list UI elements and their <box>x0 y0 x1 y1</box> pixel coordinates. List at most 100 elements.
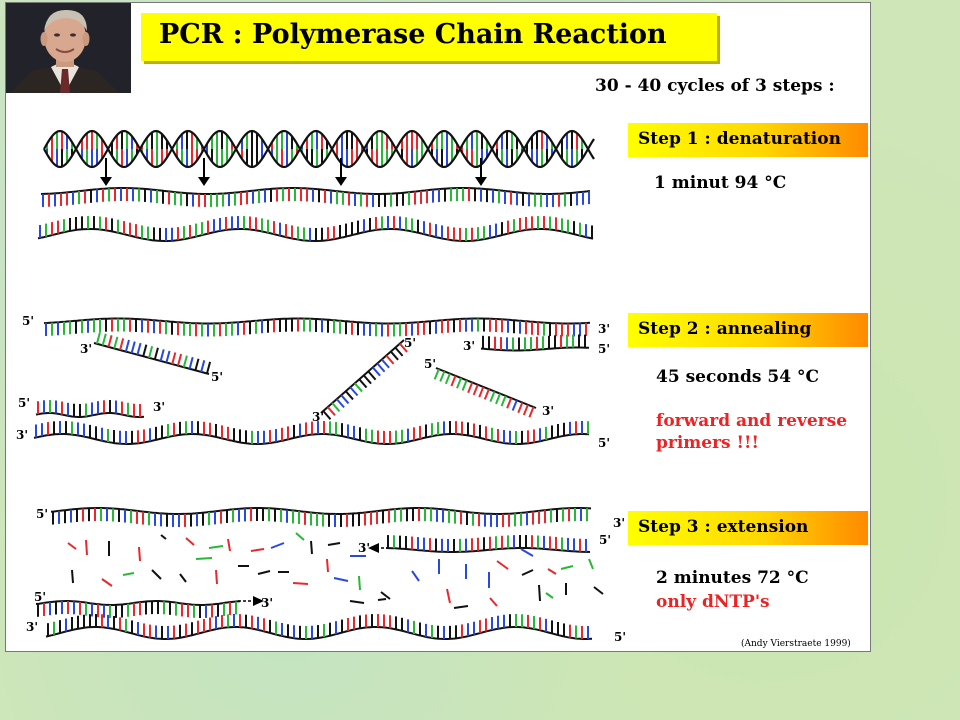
down-arrow-icon <box>100 158 112 186</box>
right-arrow-icon <box>238 596 264 606</box>
label-5prime: 5' <box>614 630 626 644</box>
dntp-nucleotide <box>489 597 498 607</box>
base-pair <box>363 374 372 385</box>
step-1-detail: 1 minut 94 °C <box>654 173 787 193</box>
dntp-nucleotide <box>560 565 574 570</box>
base-pair <box>354 382 363 393</box>
dntp-nucleotide <box>160 534 167 540</box>
denatured-strand-bottom <box>37 216 594 242</box>
base-pair <box>439 370 446 382</box>
base-pair <box>444 373 451 385</box>
step-2-detail: 45 seconds 54 °C <box>656 367 819 387</box>
portrait-photo <box>6 3 131 93</box>
base-pair <box>107 335 113 348</box>
strand-backbone <box>37 228 594 242</box>
base-pair <box>394 346 404 357</box>
dntp-nucleotide <box>521 569 534 576</box>
dntp-nucleotide <box>588 558 594 570</box>
label-5prime: 5' <box>36 507 48 521</box>
dntp-group <box>67 532 604 609</box>
dntp-nucleotide <box>151 569 162 580</box>
helix-backbone <box>43 129 595 169</box>
base-pair <box>500 395 507 407</box>
base-pair <box>322 410 332 420</box>
page-title: PCR : Polymerase Chain Reaction <box>141 13 717 61</box>
dntp-nucleotide <box>446 588 451 604</box>
base-pair <box>345 390 354 401</box>
label-5prime: 5' <box>22 314 34 328</box>
base-pair <box>200 360 206 373</box>
dntp-nucleotide <box>377 598 387 601</box>
dntp-nucleotide <box>215 569 218 585</box>
label-3prime: 3' <box>153 400 165 414</box>
base-pair <box>467 382 474 394</box>
base-pair <box>456 377 462 389</box>
label-3prime: 3' <box>542 404 554 418</box>
dntp-nucleotide <box>326 558 329 573</box>
base-pair <box>376 362 386 373</box>
slide: 5'3'3'5'3'5'3'5'5'3'5'3'3'5'5'3'5'3'5'3'… <box>5 2 871 652</box>
dntp-nucleotide <box>380 591 391 600</box>
arrows <box>100 158 487 606</box>
dntp-nucleotide <box>545 592 554 599</box>
down-arrow-icon <box>335 158 347 186</box>
step-2-label: Step 2 : annealing <box>628 313 868 347</box>
dntp-nucleotide <box>85 539 88 556</box>
label-3prime: 3' <box>312 410 324 424</box>
base-pair <box>177 353 183 366</box>
dntp-nucleotide <box>208 545 224 549</box>
step-3-note: only dNTP's <box>656 592 770 612</box>
arrow-head <box>100 177 112 186</box>
forward-primer-left <box>93 331 212 375</box>
label-3prime: 3' <box>613 516 625 530</box>
base-pair <box>528 406 535 418</box>
dntp-nucleotide <box>547 568 557 575</box>
label-5prime: 5' <box>598 342 610 356</box>
label-3prime: 3' <box>80 342 92 356</box>
dntp-nucleotide <box>250 548 265 552</box>
base-pair <box>148 345 154 359</box>
base-pair <box>472 384 479 396</box>
arrow-head <box>475 177 487 186</box>
base-pair <box>433 368 440 380</box>
base-pair <box>165 350 171 363</box>
template-strand-bottom <box>33 421 590 445</box>
label-5prime: 5' <box>598 436 610 450</box>
dntp-nucleotide <box>349 600 365 604</box>
step-3-detail: 2 minutes 72 °C <box>656 568 809 588</box>
dntp-nucleotide <box>122 572 135 576</box>
base-pair <box>194 358 200 371</box>
strand-backbone <box>480 346 590 352</box>
floating-primer-1 <box>320 339 408 420</box>
dntp-nucleotide <box>593 586 604 595</box>
dntp-nucleotide <box>138 546 141 562</box>
base-pair <box>358 378 368 389</box>
label-5prime: 5' <box>424 357 436 371</box>
floating-primer-2 <box>433 367 537 418</box>
dntp-nucleotide <box>185 537 195 546</box>
label-3prime: 3' <box>261 596 273 610</box>
cycles-text: 30 - 40 cycles of 3 steps : <box>595 76 835 96</box>
base-pair <box>206 361 212 374</box>
strand-backbone <box>93 342 210 375</box>
primer-right <box>480 334 590 352</box>
strand-backbone <box>50 507 592 515</box>
base-pair <box>327 406 336 416</box>
dntp-nucleotide <box>67 542 77 550</box>
strand-labels: 5'3'3'5'3'5'3'5'5'3'5'3'3'5'5'3'5'3'5'3'… <box>16 314 626 644</box>
dntp-nucleotide <box>101 578 113 587</box>
base-pair <box>385 354 395 365</box>
label-3prime: 3' <box>16 428 28 442</box>
primer-left-lower <box>35 400 145 418</box>
base-pair <box>113 336 119 349</box>
base-pair <box>142 344 148 357</box>
dntp-nucleotide <box>411 570 420 582</box>
base-pair <box>101 333 107 346</box>
strand-backbone <box>320 339 405 414</box>
dntp-nucleotide <box>327 542 341 546</box>
base-pair <box>478 386 485 398</box>
dntp-nucleotide <box>310 540 313 555</box>
step-2-note-line-2: primers !!! <box>656 433 759 453</box>
dntp-nucleotide <box>496 560 509 570</box>
credit-text: (Andy Vierstraete 1999) <box>741 639 851 649</box>
